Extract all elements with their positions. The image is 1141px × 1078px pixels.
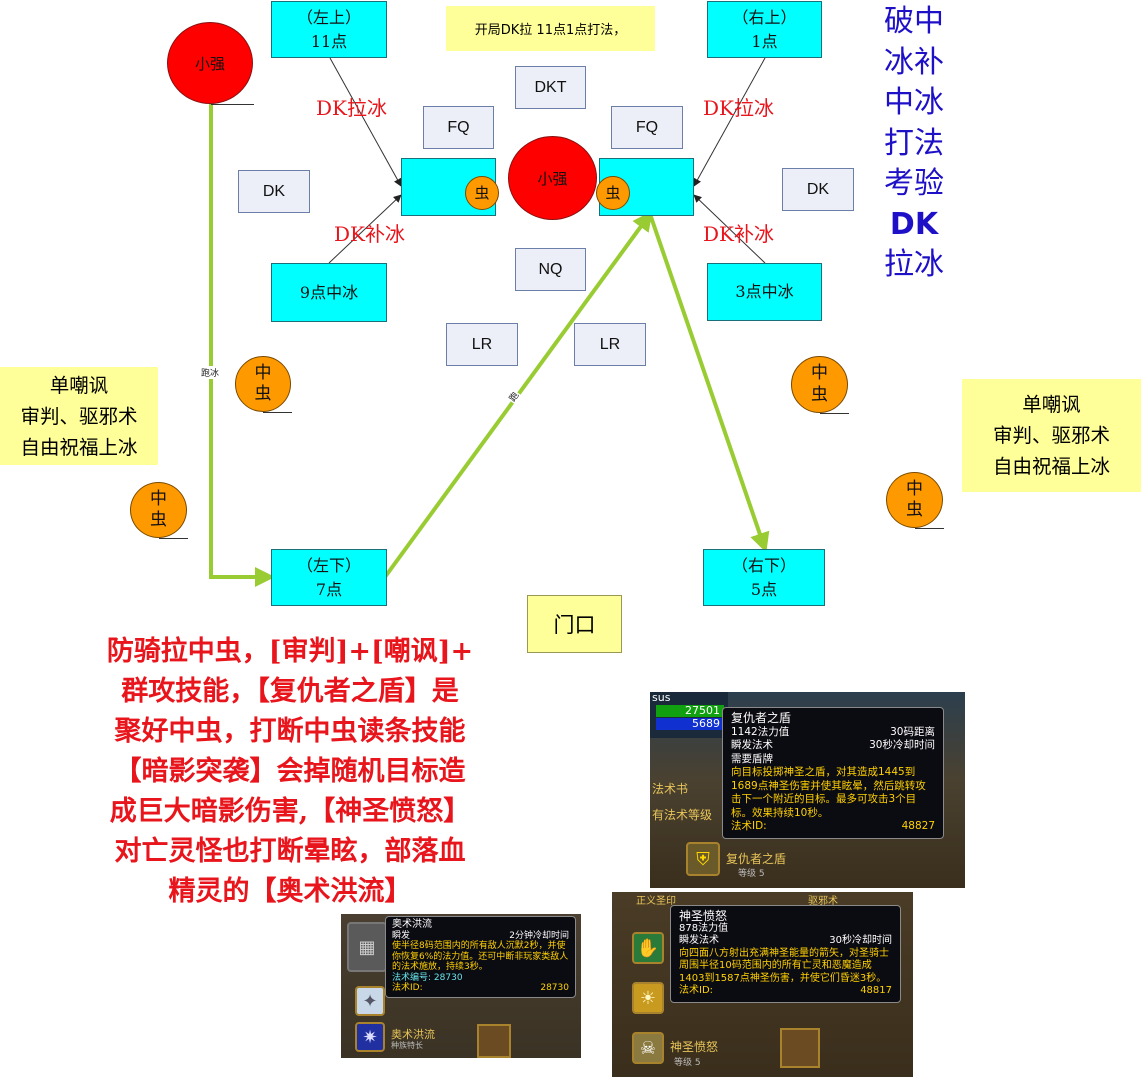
- underline-bug-right-top: [820, 413, 849, 414]
- position-top-right: （右上） 1点: [707, 1, 822, 58]
- position-bottom-right: （右下） 5点: [703, 549, 825, 606]
- top-label-exorcism: 驱邪术: [808, 896, 838, 907]
- pull-line-left: [329, 57, 402, 187]
- hand-icon[interactable]: ✋: [632, 932, 664, 964]
- position-right-mid: 3点中冰: [707, 263, 822, 321]
- path-label-run-ice: 跑冰: [200, 366, 221, 379]
- main-note: 防骑拉中虫，[审判]+[嘲讽]+ 群攻技能，【复仇者之盾】是 聚好中虫，打断中虫…: [106, 636, 474, 907]
- label-dk-pull-left: DK拉冰: [316, 96, 387, 120]
- underline-bug-left-bottom: [159, 538, 188, 539]
- side-note-left: 单嘲讽 审判、驱邪术 自由祝福上冰: [0, 367, 158, 465]
- spell-rank-label: 有法术等级: [652, 808, 713, 822]
- run-path-left: [209, 104, 275, 587]
- bug-mid-right-top: 中虫: [791, 356, 848, 413]
- player-dk-right: DK: [782, 168, 854, 211]
- player-lr-left: LR: [446, 323, 518, 366]
- door-box: 门口: [527, 595, 622, 653]
- fill-line-right: [693, 194, 766, 264]
- label-dk-fill-left: DK补冰: [334, 222, 405, 246]
- player-dkt: DKT: [515, 66, 586, 109]
- run-path-right: [648, 213, 770, 553]
- bug-mid-left-top: 中虫: [235, 356, 291, 412]
- label-dk-fill-right: DK补冰: [703, 222, 774, 246]
- player-lr-right: LR: [574, 323, 646, 366]
- boss-center-label: 小强: [537, 169, 568, 188]
- side-note-right: 单嘲讽 审判、驱邪术 自由祝福上冰: [962, 379, 1141, 492]
- bug-small-left: 虫: [465, 176, 499, 210]
- spell-bar-rank: 等级 5: [738, 869, 765, 879]
- label-dk-pull-right: DK拉冰: [703, 96, 774, 120]
- holy-wrath-icon[interactable]: ☀: [632, 982, 664, 1014]
- underline-boss-topleft: [211, 104, 254, 105]
- underline-bug-right-bottom: [915, 528, 944, 529]
- player-fq-left: FQ: [423, 106, 494, 149]
- player-fq-right: FQ: [611, 106, 683, 149]
- underline-bug-left-top: [263, 412, 292, 413]
- vertical-title: 破中 冰补 中冰 打法 考验 DK 拉冰: [884, 4, 944, 282]
- torrent-bar-sub: 种族特长: [391, 1041, 423, 1050]
- position-bottom-left: （左下） 7点: [271, 549, 387, 606]
- boss-circle-topleft: 小强: [167, 22, 253, 104]
- position-top-left: （左上） 11点: [271, 1, 387, 58]
- player-nq: NQ: [515, 248, 586, 291]
- skull-icon[interactable]: ☠: [632, 1032, 664, 1064]
- empty-action-slot[interactable]: [477, 1024, 511, 1058]
- bug-mid-right-bottom: 中虫: [886, 472, 943, 528]
- unit-name: sus: [652, 692, 671, 704]
- feather-icon[interactable]: ✦: [355, 986, 385, 1016]
- top-note: 开局DK拉 11点1点打法，: [446, 6, 655, 51]
- wrath-bar-rank: 等级 5: [674, 1058, 701, 1068]
- unit-hp: 27501: [656, 705, 724, 717]
- bag-icon: ▦: [347, 922, 387, 972]
- bug-small-right: 虫: [596, 176, 630, 210]
- unit-frame: sus 27501 5689: [650, 692, 728, 738]
- wrath-bar-name: 神圣愤怒: [670, 1040, 719, 1054]
- shield-icon[interactable]: ⛨: [686, 842, 720, 876]
- spell-bar-name: 复仇者之盾: [726, 852, 787, 866]
- boss-circle-center: 小强: [508, 136, 597, 220]
- torrent-bar-name: 奥术洪流: [391, 1028, 435, 1041]
- fill-line-left: [328, 194, 402, 264]
- unit-mana: 5689: [656, 718, 724, 730]
- pull-line-right: [693, 57, 766, 187]
- arcane-torrent-icon[interactable]: ✷: [355, 1022, 385, 1052]
- empty-action-slot-2[interactable]: [780, 1028, 820, 1068]
- bug-mid-left-bottom: 中虫: [130, 482, 187, 538]
- player-dk-left: DK: [238, 170, 310, 213]
- top-label-seal: 正义圣印: [636, 896, 676, 907]
- spellbook-label: 法术书: [652, 782, 689, 796]
- position-left-mid: 9点中冰: [271, 263, 387, 322]
- boss-label: 小强: [194, 54, 225, 73]
